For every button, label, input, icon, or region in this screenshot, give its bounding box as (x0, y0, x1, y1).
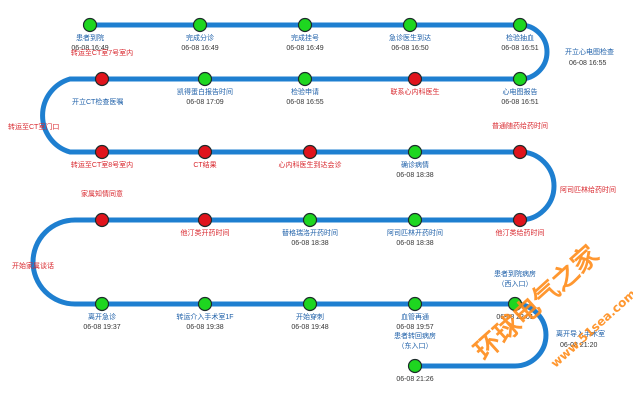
node-dot-n12 (197, 144, 213, 160)
node-dot-n11 (94, 144, 110, 160)
node-dot-n2 (192, 17, 208, 33)
side-time-s6: 06-08 21:20 (560, 342, 598, 349)
node-dot-n21 (94, 296, 110, 312)
node-dot-n23 (302, 296, 318, 312)
node-time-n23: 06-08 19:48 (291, 324, 329, 331)
node-dot-n24 (407, 296, 423, 312)
node-sub-n25: （西入口） (497, 281, 533, 288)
node-label-n15: 普通随药给药时间 (492, 123, 548, 130)
node-dot-n15 (512, 144, 528, 160)
node-label-n2: 完成分诊 (186, 35, 214, 42)
side-label-s4: 阿司匹林给药时间 (560, 187, 616, 194)
node-time-n1: 06-08 16:49 (71, 45, 109, 52)
node-dot-n16 (512, 212, 528, 228)
node-sub-n26: （东入口） (397, 343, 433, 350)
node-label-n8: 检验申请 (291, 89, 319, 96)
node-label-n25: 患者到院病房 (494, 271, 536, 278)
node-label-n11: 转运至CT室8号室内 (70, 162, 134, 169)
node-label-n18: 替格瑞洛开药时间 (282, 230, 338, 237)
node-dot-n25 (507, 296, 523, 312)
node-label-n10: 转运至CT室7号室内 (70, 50, 134, 57)
node-label-n24: 血管再通 (401, 314, 429, 321)
node-time-n14: 06-08 18:38 (396, 172, 434, 179)
node-label-n22: 转运介入手术室1F (176, 314, 234, 321)
node-dot-n7 (407, 71, 423, 87)
node-time-n5: 06-08 16:51 (501, 45, 539, 52)
node-time-n22: 06-08 19:38 (186, 324, 224, 331)
node-label-n16: 他汀类给药时间 (495, 230, 545, 237)
node-label-n1: 患者到院 (76, 35, 104, 42)
node-label-n26: 患者转回病房 (394, 333, 436, 340)
node-dot-n5 (512, 17, 528, 33)
node-time-n8: 06-08 16:55 (286, 99, 324, 106)
node-time-n21: 06-08 19:37 (83, 324, 121, 331)
node-label-n17: 阿司匹林开药时间 (387, 230, 443, 237)
node-label-n7: 联系心内科医生 (390, 89, 440, 96)
node-dot-n22 (197, 296, 213, 312)
node-label-n9: 凯得蛋白报告时间 (177, 89, 233, 96)
node-dot-n20 (94, 212, 110, 228)
node-label-n5: 检验抽血 (506, 35, 534, 42)
node-label-n4: 急诊医生到达 (389, 35, 431, 42)
side-label-s1: 开立心电图检查 (565, 49, 614, 56)
node-time-n4: 06-08 16:50 (391, 45, 429, 52)
node-time-n6: 06-08 16:51 (501, 99, 539, 106)
node-time-n18: 06-08 18:38 (291, 240, 329, 247)
node-label-n12: CT结果 (193, 162, 217, 169)
node-label-n20: 家属知情同意 (81, 191, 123, 198)
node-label-n23: 开始穿刺 (296, 314, 324, 321)
side-label-s6: 离开导入手术室 (556, 331, 605, 338)
node-time-n26: 06-08 21:26 (396, 376, 434, 383)
side-label-s2: 开立CT检查医嘱 (72, 99, 124, 106)
node-dot-n4 (402, 17, 418, 33)
node-time-n9: 06-08 17:09 (186, 99, 224, 106)
node-label-n14: 确诊病情 (401, 162, 429, 169)
node-time-n17: 06-08 18:38 (396, 240, 434, 247)
node-label-n19: 他汀类开药时间 (180, 230, 230, 237)
node-dot-n26 (407, 358, 423, 374)
node-label-n21: 离开急诊 (88, 314, 116, 321)
node-time-n2: 06-08 16:49 (181, 45, 219, 52)
node-dot-n13 (302, 144, 318, 160)
node-dot-n18 (302, 212, 318, 228)
node-dot-n1 (82, 17, 98, 33)
node-dot-n17 (407, 212, 423, 228)
side-label-s3: 转运至CT室门口 (8, 124, 60, 131)
node-label-n13: 心内科医生到达会诊 (278, 162, 342, 169)
node-dot-n9 (197, 71, 213, 87)
node-dot-n8 (297, 71, 313, 87)
side-label-s5: 开始家属谈话 (12, 263, 54, 270)
node-dot-n10 (94, 71, 110, 87)
node-dot-n6 (512, 71, 528, 87)
node-time-n3: 06-08 16:49 (286, 45, 324, 52)
node-label-n3: 完成挂号 (291, 35, 319, 42)
node-time-n25: 06-08 22:01 (496, 314, 534, 321)
node-dot-n3 (297, 17, 313, 33)
node-dot-n19 (197, 212, 213, 228)
side-time-s1: 06-08 16:55 (569, 60, 607, 67)
node-time-n24: 06-08 19:57 (396, 324, 434, 331)
node-label-n6: 心电图报告 (502, 89, 538, 96)
node-dot-n14 (407, 144, 423, 160)
